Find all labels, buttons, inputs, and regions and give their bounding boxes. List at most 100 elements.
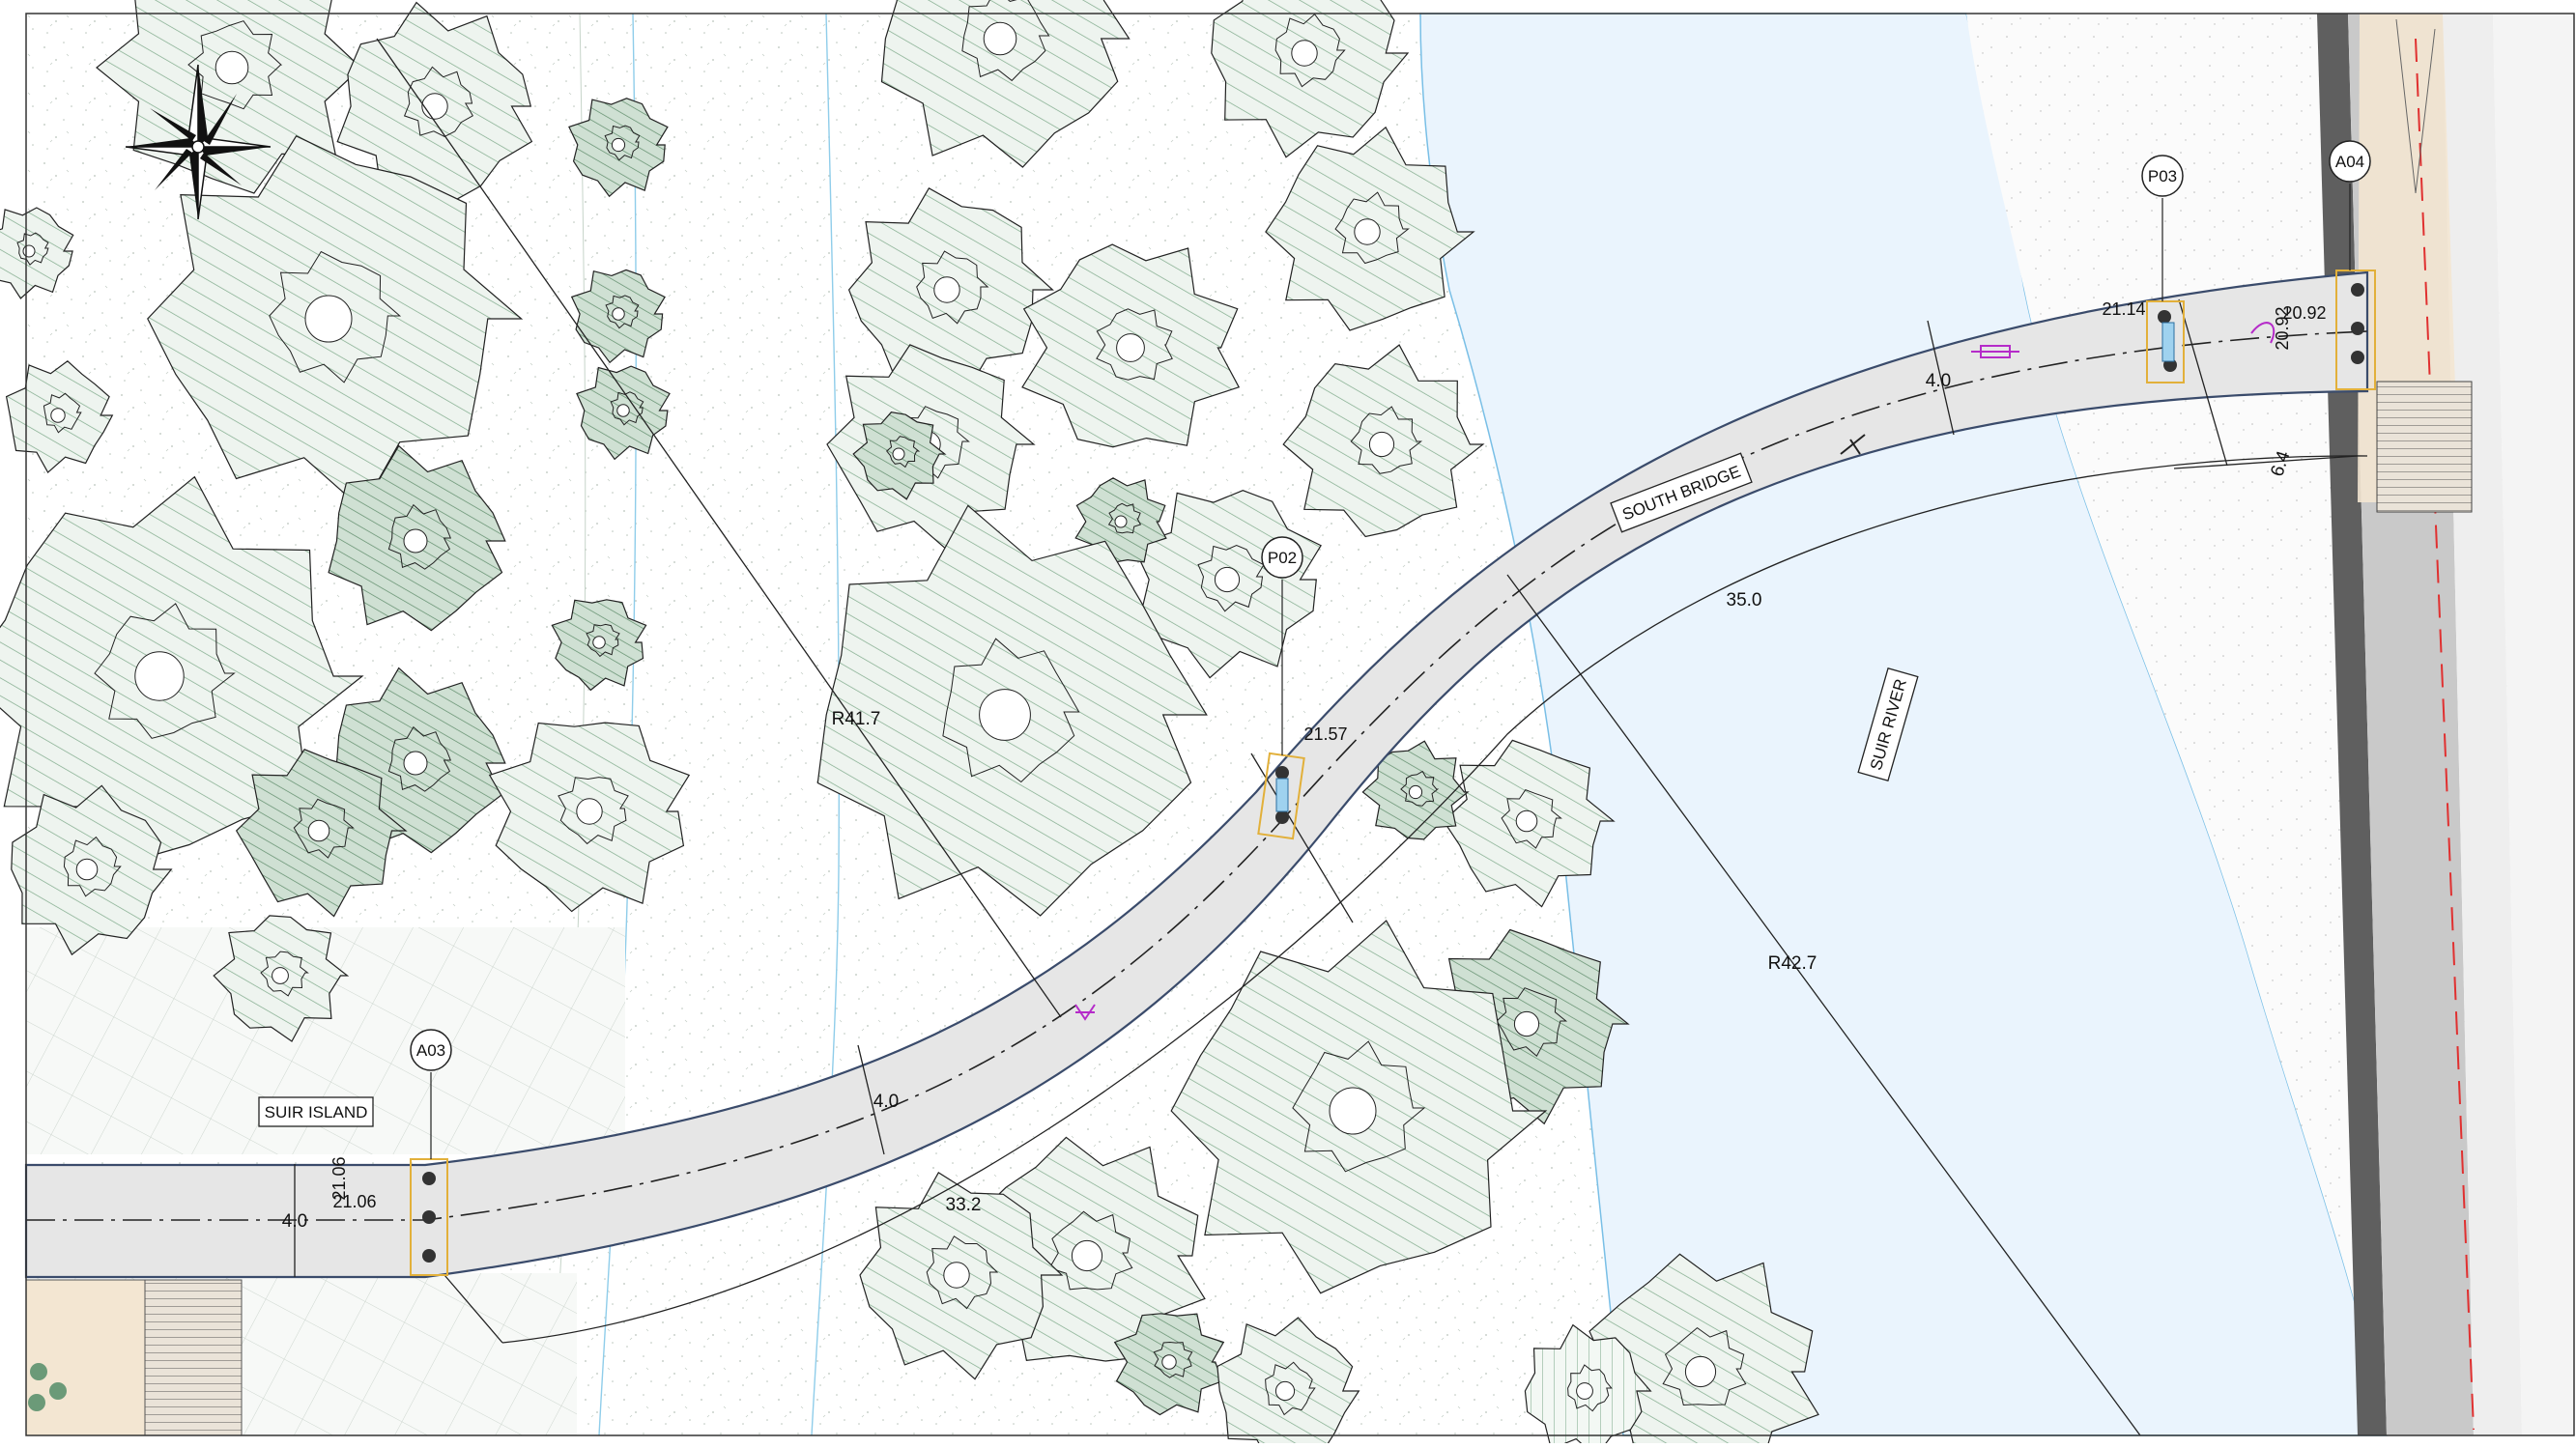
tree-trunk-icon — [1071, 1239, 1103, 1272]
tree-canopy-inner — [387, 503, 452, 570]
abutment-a04 — [2335, 270, 2376, 390]
tree-trunk-icon — [1291, 40, 1318, 67]
tree-trunk-icon — [1368, 431, 1395, 458]
bubble-p02: P02 — [1261, 536, 1303, 755]
tree-canopy-inner — [1153, 1341, 1193, 1378]
tree-canopy-inner — [1496, 987, 1568, 1057]
tree-trunk-icon — [576, 798, 603, 825]
tree-canopy-inner — [1292, 1040, 1426, 1173]
tree-canopy-inner — [1350, 406, 1423, 474]
level-a04-vertical: 20.92 — [2273, 306, 2292, 350]
dim-width-left: 4.0 — [282, 1211, 307, 1232]
level-p03: 21.14 — [2102, 299, 2145, 319]
tree-trunk-icon — [616, 404, 630, 417]
tree-canopy-inner — [604, 125, 641, 161]
tree-canopy-inner — [586, 623, 620, 658]
tree-canopy-inner — [43, 392, 82, 434]
dim-arc-33: 33.2 — [946, 1195, 982, 1215]
tree-trunk-icon — [983, 21, 1017, 56]
tree-trunk-icon — [592, 636, 606, 649]
tree-trunk-icon — [134, 651, 185, 701]
tree-trunk-icon — [50, 408, 66, 423]
cyclist-symbol-1 — [1971, 345, 2019, 358]
tree-trunk-icon — [307, 819, 330, 842]
arc-chord-35 — [501, 455, 2368, 1344]
tree-canopy-inner — [1107, 502, 1142, 534]
ramp-line — [2395, 18, 2436, 194]
shrub-3 — [28, 1394, 45, 1411]
tree-trunk-icon — [403, 751, 428, 776]
tree-canopy-inner — [610, 391, 644, 426]
width-tick-right — [1927, 320, 1955, 436]
tree-trunk-icon — [1576, 1382, 1593, 1400]
tree-canopies — [0, 0, 1819, 1448]
dim-arc-35: 35.0 — [1727, 590, 1762, 610]
tree-trunk-icon — [1515, 809, 1538, 833]
north-arrow-icon — [125, 64, 272, 220]
tree-trunk-icon — [1116, 333, 1145, 362]
arc-leader — [444, 1274, 503, 1344]
tree-canopy-inner — [1501, 788, 1562, 849]
tree-canopy-inner — [1662, 1326, 1747, 1406]
level-a04: 20.92 — [2282, 303, 2326, 323]
tree-trunk-icon — [1513, 1010, 1540, 1037]
tree-trunk-icon — [1114, 515, 1128, 528]
tree-canopy-inner — [293, 798, 355, 859]
road-centre-line — [2415, 38, 2475, 1431]
bubble-a03: A03 — [410, 1029, 452, 1159]
tree-canopy-inner — [94, 603, 236, 739]
island-steps — [144, 1279, 243, 1436]
bubble-p03-text: P03 — [2148, 167, 2177, 185]
tree-trunk-icon — [892, 447, 905, 461]
tree-canopy — [1211, 0, 1410, 158]
label-suir-island: SUIR ISLAND — [258, 1096, 374, 1127]
tree-canopy-inner — [886, 436, 921, 468]
level-a03-vertical: 21.06 — [329, 1156, 349, 1200]
bike-symbol — [1840, 434, 1866, 455]
tree-trunk-icon — [22, 244, 36, 258]
tree-canopy-inner — [1096, 308, 1173, 381]
tree-canopy-inner — [387, 725, 452, 792]
tree-canopy-inner — [1334, 191, 1410, 265]
dim-width-mid: 4.0 — [873, 1092, 899, 1112]
level-a03: 21.06 — [332, 1192, 376, 1211]
tree-canopy-inner — [260, 951, 309, 997]
east-paved-area — [2358, 14, 2459, 502]
bubble-a04: A04 — [2329, 140, 2371, 270]
abutment-a03 — [410, 1158, 448, 1276]
tree-canopy-inner — [942, 638, 1080, 783]
width-tick-mid — [857, 1044, 885, 1155]
tree-trunk-icon — [1684, 1355, 1717, 1388]
dim-width-right: 4.0 — [1926, 371, 1951, 391]
east-steps — [2376, 381, 2473, 513]
tree-trunk-icon — [943, 1262, 970, 1289]
island-planter — [25, 1279, 148, 1436]
east-verge — [2493, 14, 2574, 1435]
south-bridge-deck — [24, 270, 2369, 1279]
bubble-p03: P03 — [2141, 155, 2184, 301]
radius-line-r41 — [376, 38, 1062, 1018]
radius-line-r42 — [1506, 574, 2141, 1436]
level-p02: 21.57 — [1303, 724, 1347, 744]
cyclist-symbol-3 — [2250, 322, 2275, 344]
tree-trunk-icon — [1329, 1087, 1377, 1135]
cyclist-symbol-2 — [1074, 1004, 1096, 1021]
suir-island-text: SUIR ISLAND — [265, 1103, 368, 1121]
tree-trunk-icon — [1214, 566, 1241, 593]
tree-canopy-inner — [558, 777, 629, 845]
offset-line-1 — [2178, 298, 2228, 467]
tree-canopy-inner — [926, 1235, 999, 1310]
tree-trunk-icon — [304, 295, 353, 343]
tree-canopy-inner — [63, 836, 122, 897]
pier-p03 — [2146, 300, 2185, 383]
tree-trunk-icon — [403, 528, 428, 554]
tree-canopy-inner — [1265, 1361, 1316, 1416]
tree-canopy-inner — [1567, 1364, 1613, 1412]
tree-trunk-icon — [1354, 218, 1381, 245]
tree-canopy-inner — [961, 0, 1050, 82]
tree-trunk-icon — [215, 50, 249, 85]
watercourse-line-2 — [811, 13, 841, 1436]
tree-canopy — [880, 0, 1131, 168]
shrub-2 — [49, 1382, 67, 1400]
